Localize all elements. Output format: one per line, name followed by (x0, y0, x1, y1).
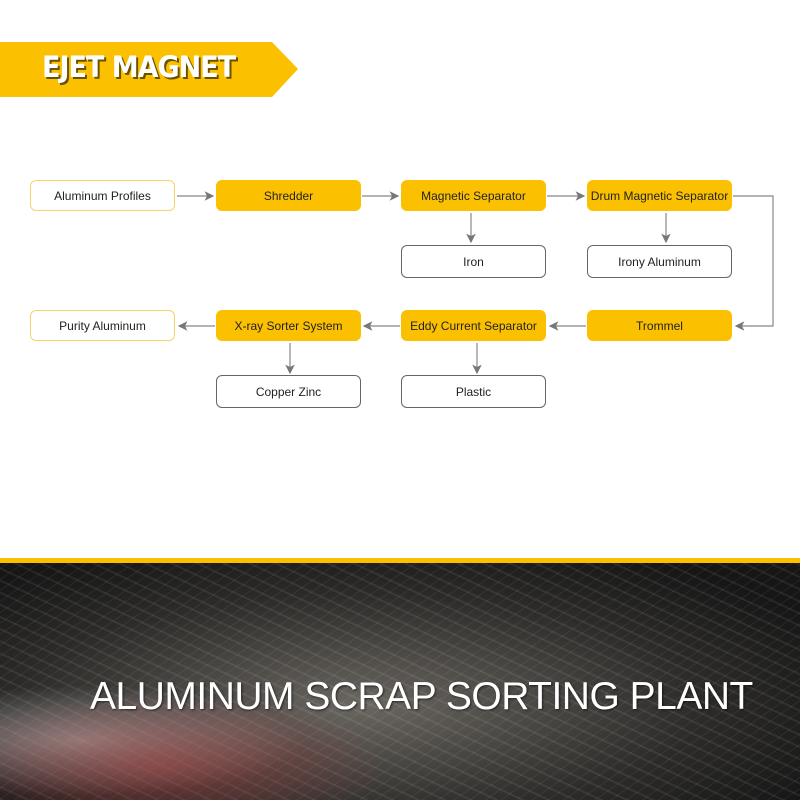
brand-banner: EJET MAGNET (0, 42, 298, 97)
node-aluminum-profiles: Aluminum Profiles (30, 180, 175, 211)
node-plastic: Plastic (401, 375, 546, 408)
scrap-photo: ALUMINUM SCRAP SORTING PLANT (0, 558, 800, 800)
node-purity-aluminum: Purity Aluminum (30, 310, 175, 341)
node-iron: Iron (401, 245, 546, 278)
brand-logo: EJET MAGNET (42, 50, 236, 85)
arrow (733, 195, 774, 331)
node-drum-magnetic-separator: Drum Magnetic Separator (587, 180, 732, 211)
node-magnetic-separator: Magnetic Separator (401, 180, 546, 211)
node-trommel: Trommel (587, 310, 732, 341)
flow-arrows (177, 191, 774, 375)
node-xray-sorter: X-ray Sorter System (216, 310, 361, 341)
node-copper-zinc: Copper Zinc (216, 375, 361, 408)
node-shredder: Shredder (216, 180, 361, 211)
node-irony-aluminum: Irony Aluminum (587, 245, 732, 278)
footer-title: ALUMINUM SCRAP SORTING PLANT (90, 675, 753, 718)
node-eddy-current-separator: Eddy Current Separator (401, 310, 546, 341)
